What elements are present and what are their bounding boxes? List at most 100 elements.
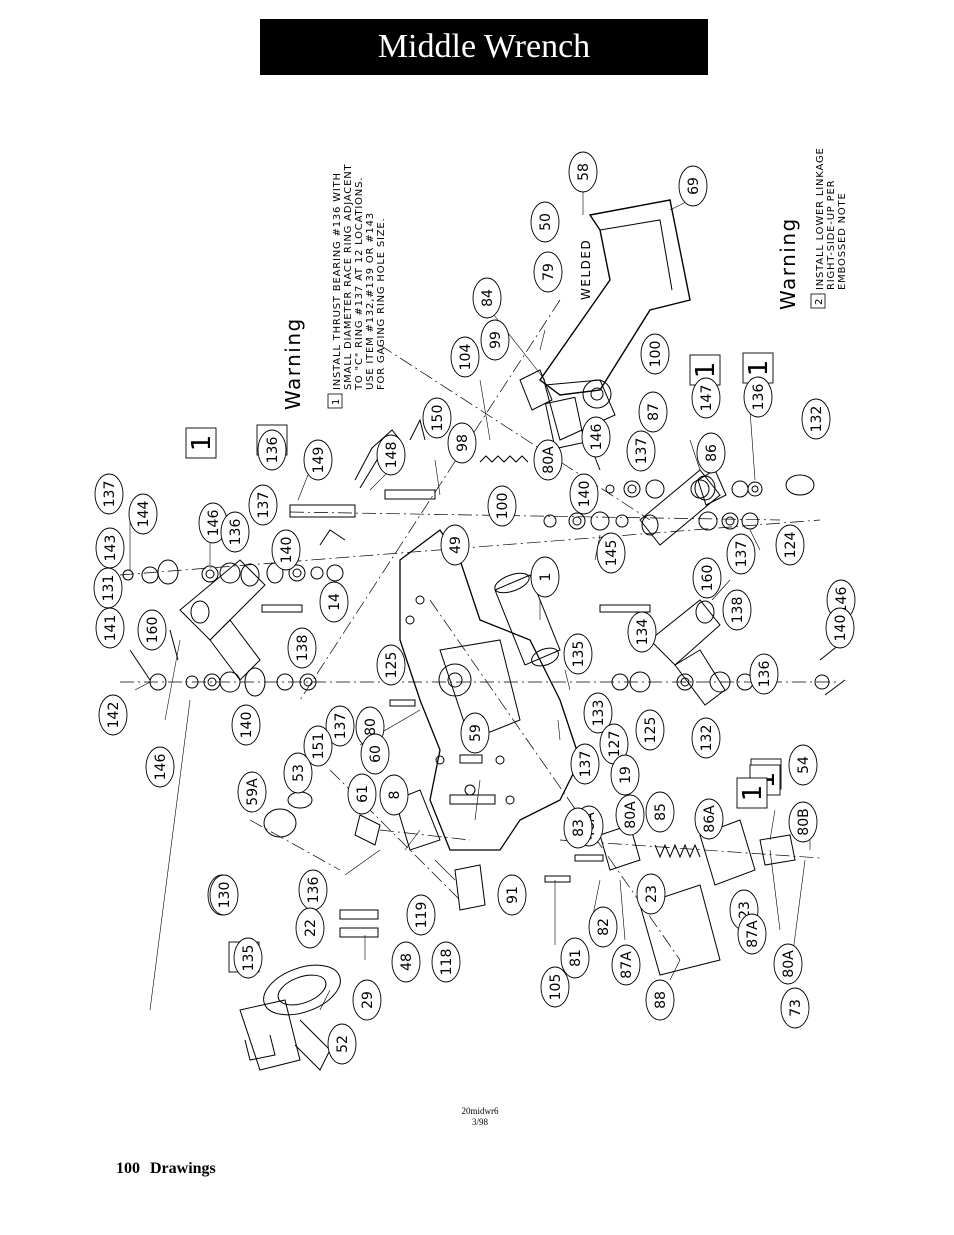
part-callout-number: 52 xyxy=(335,1035,351,1053)
part-callout-number: 147 xyxy=(699,385,715,412)
part-callout: 135 xyxy=(563,633,593,675)
part-callout: 105 xyxy=(540,966,570,1008)
wrench-arm-part xyxy=(539,199,691,450)
warning-2-line: INSTALL LOWER LINKAGE xyxy=(815,147,826,290)
part-callout-number: 73 xyxy=(788,999,804,1017)
part-callout: 80A xyxy=(615,794,645,836)
bearing-stack-parts xyxy=(122,474,830,697)
part-callout: 146 xyxy=(198,502,228,544)
base-part xyxy=(239,964,341,1071)
drawing-date: 3/98 xyxy=(471,1117,488,1127)
part-callout-number: 148 xyxy=(384,442,400,469)
part-callout-number: 22 xyxy=(303,919,319,937)
part-callout-number: 104 xyxy=(458,344,474,371)
warning-2-heading: Warning xyxy=(776,217,800,310)
warning-1-line: FOR GAGING RING HOLE SIZE. xyxy=(376,218,387,390)
part-callout-number: 135 xyxy=(241,945,257,972)
part-callout-number: 138 xyxy=(730,597,746,624)
part-callout: 140 xyxy=(569,473,599,515)
welded-label: WELDED xyxy=(579,239,593,300)
part-callout: 99 xyxy=(480,319,510,361)
part-callout-number: 137 xyxy=(634,438,650,465)
part-callout-number: 91 xyxy=(505,886,521,904)
part-callout-number: 133 xyxy=(591,700,607,727)
part-callout: 87A xyxy=(737,913,767,955)
part-callout-number: 81 xyxy=(568,949,584,967)
part-callout-number: 119 xyxy=(414,902,430,929)
part-callout-number: 59 xyxy=(468,724,484,742)
part-callout-number: 141 xyxy=(103,615,119,642)
boxed-marker-number: 1 xyxy=(691,362,721,379)
part-callout-number: 140 xyxy=(279,537,295,564)
part-callout: 58 xyxy=(568,151,598,193)
part-callout: 146 xyxy=(145,746,175,788)
part-callout-number: 151 xyxy=(311,733,327,760)
part-callout: 141 xyxy=(95,607,125,649)
misc-parts xyxy=(129,369,846,976)
part-callout: 52 xyxy=(327,1023,357,1065)
part-callout: 124 xyxy=(775,524,805,566)
part-callout-number: 8 xyxy=(387,791,403,800)
warning-2-line: RIGHT-SIDE-UP PER xyxy=(826,180,837,290)
part-callout-number: 130 xyxy=(217,882,233,909)
part-callout: 142 xyxy=(98,694,128,736)
warning-1-line: USE ITEM #132,#139 OR #143 xyxy=(365,212,376,390)
part-callout-number: 149 xyxy=(311,447,327,474)
part-callout-number: 48 xyxy=(399,953,415,971)
part-callout: 147 xyxy=(691,377,721,419)
part-callout: 100 xyxy=(487,485,517,527)
part-callout: 131 xyxy=(93,567,123,609)
part-callout: 148 xyxy=(376,434,406,476)
part-callout: 87 xyxy=(638,391,668,433)
cylinder-part xyxy=(494,572,561,667)
part-callout: 87A xyxy=(611,944,641,986)
part-callout: 130 xyxy=(209,874,239,916)
part-callout: 14 xyxy=(319,581,349,623)
part-callout-number: 142 xyxy=(106,702,122,729)
part-callout: 138 xyxy=(722,589,752,631)
part-callout-number: 1 xyxy=(538,573,554,582)
part-callout-number: 86A xyxy=(702,805,718,833)
part-callout-number: 137 xyxy=(102,481,118,508)
part-callout-number: 105 xyxy=(548,974,564,1001)
part-callout: 85 xyxy=(645,791,675,833)
part-callout: 137 xyxy=(726,533,756,575)
part-callout: 140 xyxy=(271,529,301,571)
part-callout: 59A xyxy=(237,771,267,813)
part-callout-number: 87A xyxy=(619,951,635,979)
part-callout: 134 xyxy=(627,611,657,653)
part-callout: 50 xyxy=(530,201,560,243)
part-callout: 91 xyxy=(497,874,527,916)
part-callout: 137 xyxy=(626,430,656,472)
part-callout-number: 80A xyxy=(541,446,557,474)
part-callout-number: 137 xyxy=(578,751,594,778)
warning-1-line: INSTALL THRUST BEARING #136 WITH xyxy=(332,172,343,390)
part-callout-number: 160 xyxy=(700,565,716,592)
part-callout: 60 xyxy=(360,733,390,775)
part-callout: 137 xyxy=(570,743,600,785)
part-callout-number: 136 xyxy=(306,877,322,904)
part-callout: 80A xyxy=(533,439,563,481)
part-callout-number: 135 xyxy=(571,641,587,668)
part-callout: 8 xyxy=(379,774,409,816)
part-callout: 80A xyxy=(773,943,803,985)
part-callout: 118 xyxy=(431,941,461,983)
part-callout-number: 88 xyxy=(653,991,669,1009)
part-callout-number: 140 xyxy=(577,481,593,508)
warning-note-2: Warning 2 INSTALL LOWER LINKAGE RIGHT-SI… xyxy=(776,147,848,310)
part-callout: 160 xyxy=(692,557,722,599)
drawing-code-block: 20midwr6 3/98 xyxy=(440,1106,520,1128)
part-callout-number: 58 xyxy=(576,163,592,181)
part-callout-number: 146 xyxy=(153,754,169,781)
part-callout: 137 xyxy=(248,484,278,526)
part-callout: 135 xyxy=(233,937,263,979)
part-callout: 81 xyxy=(560,937,590,979)
part-callout-number: 146 xyxy=(589,424,605,451)
part-callout-number: 136 xyxy=(751,384,767,411)
part-callout-number: 146 xyxy=(206,510,222,537)
part-callout: 136 xyxy=(749,653,779,695)
part-callout-number: 98 xyxy=(455,434,471,452)
part-callout: 150 xyxy=(422,397,452,439)
part-callout-number: 125 xyxy=(643,717,659,744)
part-callout-number: 137 xyxy=(256,492,272,519)
